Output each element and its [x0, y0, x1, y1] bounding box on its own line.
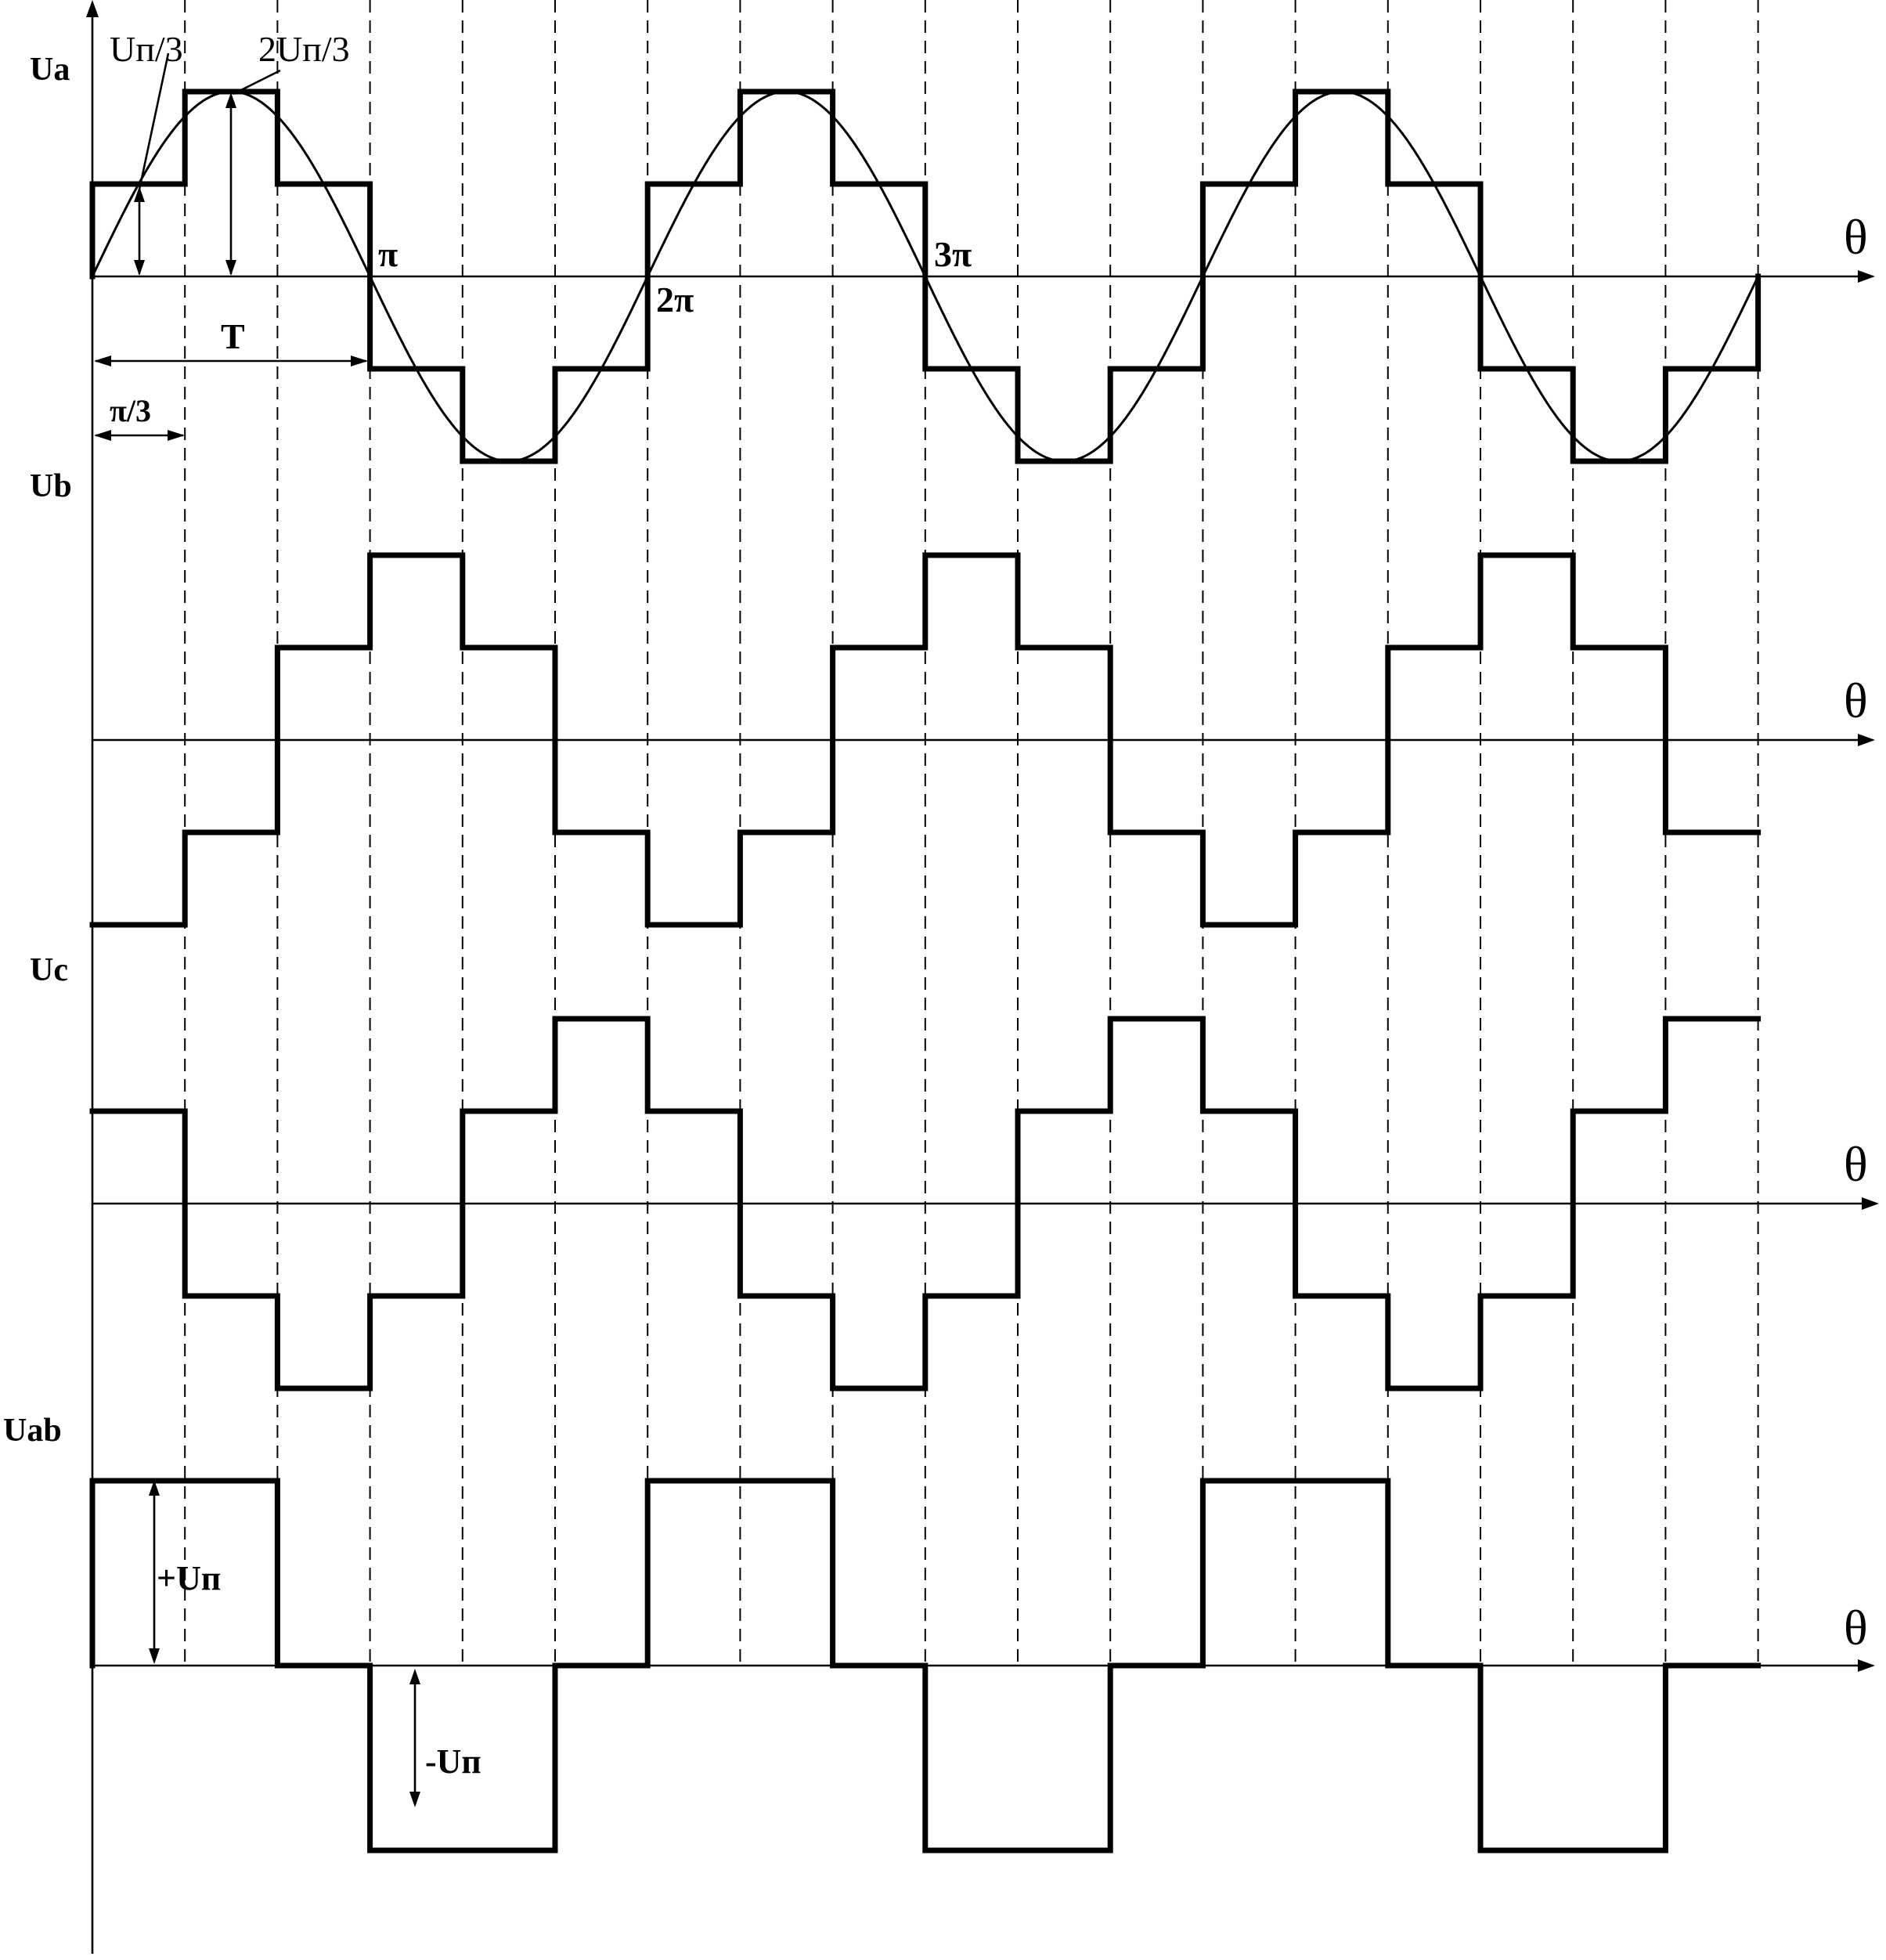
- uab-label: Uab: [3, 1413, 62, 1449]
- ua-label: Ua: [30, 52, 70, 88]
- ub-theta-label: θ: [1844, 673, 1868, 728]
- ub-axis-arrow: [1858, 734, 1875, 746]
- minus-up-label: -Uп: [425, 1742, 481, 1781]
- uc-axis-arrow: [1862, 1197, 1879, 1210]
- ua-theta-label: θ: [1844, 209, 1868, 265]
- ua-step-waveform: [89, 88, 1762, 464]
- step-low-leader-line: [138, 52, 170, 190]
- uc-label: Uc: [30, 952, 68, 988]
- uab-line-voltage-waveform: [89, 1478, 1762, 1854]
- pi-over-3-label: π/3: [110, 393, 151, 428]
- step-low-dimension: [134, 186, 145, 276]
- two-pi-label: 2π: [656, 280, 694, 319]
- uab-axis-arrow: [1858, 1659, 1875, 1672]
- step-high-dimension: [225, 92, 236, 276]
- step-high-leader-line: [233, 69, 281, 96]
- pi-over-3-dimension: [94, 430, 185, 441]
- ua-axis-arrow: [1858, 270, 1875, 283]
- three-pi-label: 3π: [934, 234, 972, 274]
- period-label: T: [221, 316, 245, 356]
- ub-step-waveform: [89, 552, 1762, 928]
- plus-up-label: +Uп: [157, 1559, 221, 1597]
- period-dimension: [94, 356, 368, 366]
- uc-step-waveform: [89, 1016, 1762, 1391]
- step-low-label: Uп/3: [110, 29, 183, 69]
- pi-label: π: [378, 234, 398, 274]
- minus-up-dimension: [409, 1669, 420, 1807]
- uc-theta-label: θ: [1844, 1136, 1868, 1192]
- vertical-axis-arrow: [86, 0, 99, 17]
- step-high-label: 2Uп/3: [258, 29, 350, 69]
- plus-up-dimension: [149, 1480, 160, 1664]
- uab-theta-label: θ: [1844, 1600, 1868, 1655]
- ub-label: Ub: [30, 468, 72, 504]
